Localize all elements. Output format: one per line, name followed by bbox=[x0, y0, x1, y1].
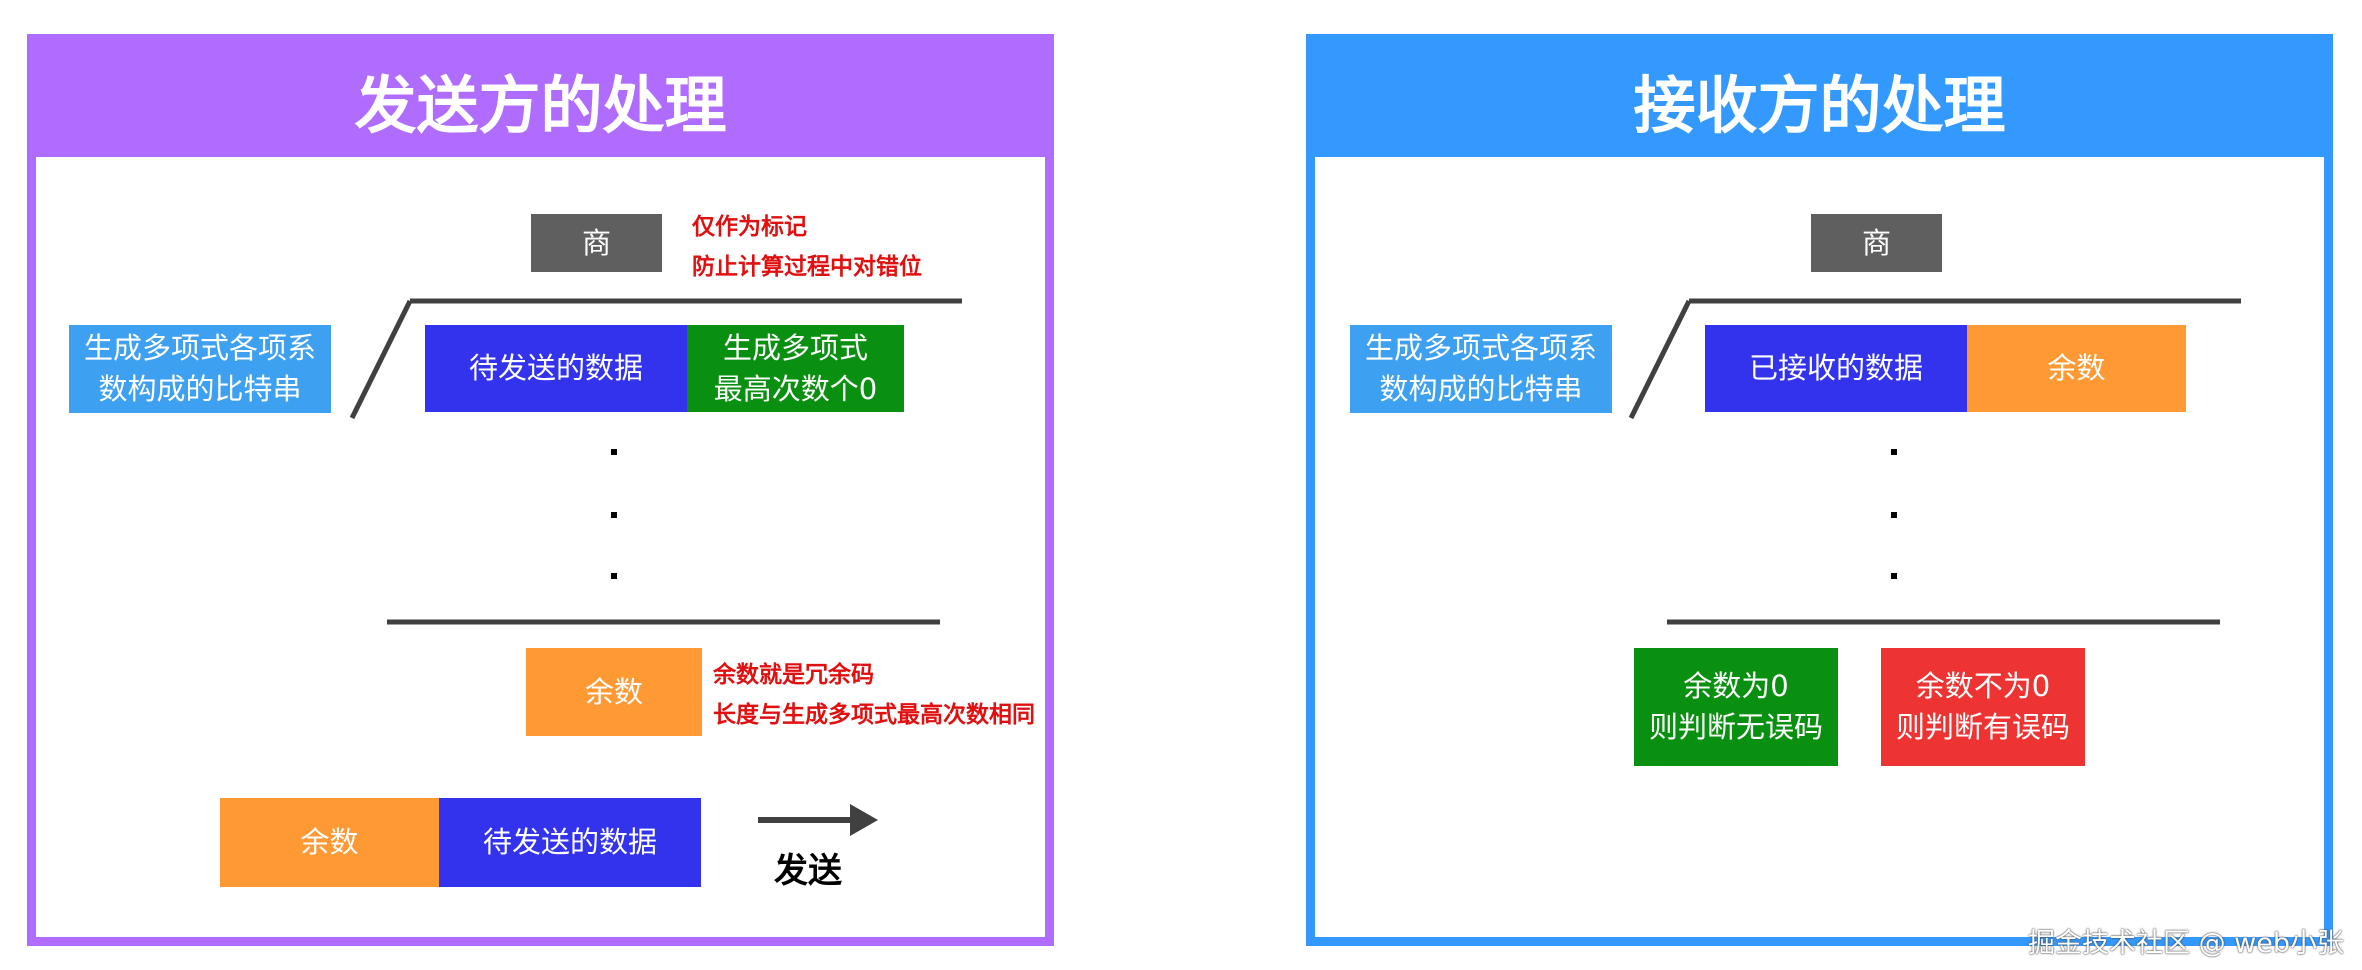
frame-remainder-label: 余数 bbox=[300, 825, 359, 860]
result-no-error-box: 余数为0 则判断无误码 bbox=[1634, 648, 1838, 766]
sender-division-slash bbox=[349, 299, 413, 420]
sender-quotient-note-line-2: 防止计算过程中对错位 bbox=[692, 254, 922, 281]
result-no-error-line-1: 余数为0 bbox=[1683, 669, 1789, 704]
sender-zeros-box: 生成多项式 最高次数个0 bbox=[687, 325, 904, 412]
result-error-line-1: 余数不为0 bbox=[1915, 669, 2051, 704]
receiver-ellipsis-dot-1 bbox=[1891, 449, 1897, 455]
sender-divisor-line-2: 数构成的比特串 bbox=[98, 372, 302, 406]
sender-ellipsis-dot-2 bbox=[611, 512, 617, 518]
sender-remainder-label: 余数 bbox=[584, 674, 643, 709]
result-error-line-2: 则判断有误码 bbox=[1895, 710, 2070, 744]
receiver-ellipsis-dot-2 bbox=[1891, 512, 1897, 518]
receiver-ellipsis-dot-3 bbox=[1891, 573, 1897, 579]
sender-zeros-line-1: 生成多项式 bbox=[722, 330, 868, 365]
result-no-error-line-2: 则判断无误码 bbox=[1648, 710, 1823, 744]
sender-quotient-note-line-1: 仅作为标记 bbox=[692, 214, 807, 240]
watermark: 掘金技术社区 @ web小张 bbox=[2028, 928, 2344, 959]
sender-title: 发送方的处理 bbox=[36, 43, 1045, 157]
receiver-remainder-label: 余数 bbox=[2047, 351, 2106, 386]
receiver-divisor-box: 生成多项式各项系 数构成的比特串 bbox=[1350, 325, 1612, 413]
sender-panel: 发送方的处理 bbox=[27, 34, 1054, 946]
sender-remainder-note-line-1: 余数就是冗余码 bbox=[713, 662, 874, 688]
send-arrow-head bbox=[850, 804, 878, 836]
receiver-divisor-line-2: 数构成的比特串 bbox=[1379, 372, 1583, 406]
sender-quotient-box: 商 bbox=[531, 214, 662, 272]
receiver-panel: 接收方的处理 bbox=[1306, 34, 2333, 946]
send-label: 发送 bbox=[774, 851, 842, 891]
receiver-title: 接收方的处理 bbox=[1315, 43, 2324, 157]
result-error-box: 余数不为0 则判断有误码 bbox=[1881, 648, 2085, 766]
sender-zeros-line-2: 最高次数个0 bbox=[713, 371, 878, 406]
sender-remainder-note: 余数就是冗余码 长度与生成多项式最高次数相同 bbox=[713, 655, 1035, 736]
sender-divisor-line-1: 生成多项式各项系 bbox=[83, 331, 316, 366]
sender-quotient-note: 仅作为标记 防止计算过程中对错位 bbox=[692, 207, 922, 288]
receiver-quotient-label: 商 bbox=[1861, 225, 1891, 260]
receiver-data-box: 已接收的数据 bbox=[1705, 325, 1967, 412]
frame-data-label: 待发送的数据 bbox=[482, 825, 657, 860]
receiver-data-label: 已接收的数据 bbox=[1748, 351, 1923, 386]
receiver-division-slash bbox=[1628, 299, 1692, 420]
sender-data-box: 待发送的数据 bbox=[425, 325, 687, 412]
sender-ellipsis-dot-3 bbox=[611, 573, 617, 579]
sender-quotient-label: 商 bbox=[581, 225, 611, 260]
sender-data-label: 待发送的数据 bbox=[468, 351, 643, 386]
sender-ellipsis-dot-1 bbox=[611, 449, 617, 455]
receiver-divisor-line-1: 生成多项式各项系 bbox=[1364, 331, 1597, 366]
receiver-remainder-box: 余数 bbox=[1967, 325, 2186, 412]
frame-data-box: 待发送的数据 bbox=[439, 798, 701, 887]
sender-remainder-note-line-2: 长度与生成多项式最高次数相同 bbox=[713, 702, 1035, 729]
sender-remainder-box: 余数 bbox=[526, 648, 702, 736]
receiver-quotient-box: 商 bbox=[1811, 214, 1942, 272]
frame-remainder-box: 余数 bbox=[220, 798, 439, 887]
sender-divisor-box: 生成多项式各项系 数构成的比特串 bbox=[69, 325, 331, 413]
